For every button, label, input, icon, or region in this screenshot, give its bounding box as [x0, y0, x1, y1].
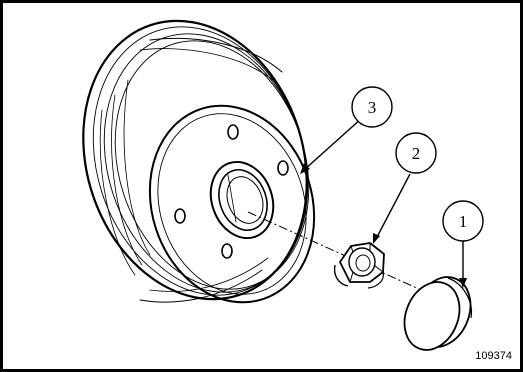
- callout-2-arrowhead: [373, 233, 380, 244]
- hub-nut: [333, 242, 385, 289]
- hub-cap: [403, 276, 473, 351]
- brake-drum: [82, 19, 316, 304]
- callout-1: 1: [442, 200, 484, 242]
- callout-3: 3: [351, 86, 393, 128]
- callout-2: 2: [395, 132, 437, 174]
- callout-1-label: 1: [459, 212, 468, 231]
- callout-3-arrowhead: [300, 163, 310, 174]
- callout-2-leader: [375, 173, 411, 240]
- callout-3-leader: [303, 117, 363, 171]
- callout-3-label: 3: [368, 98, 377, 117]
- figure-reference-number: 109374: [475, 350, 512, 362]
- callout-2-label: 2: [412, 144, 421, 163]
- callout-1-arrowhead: [459, 278, 467, 288]
